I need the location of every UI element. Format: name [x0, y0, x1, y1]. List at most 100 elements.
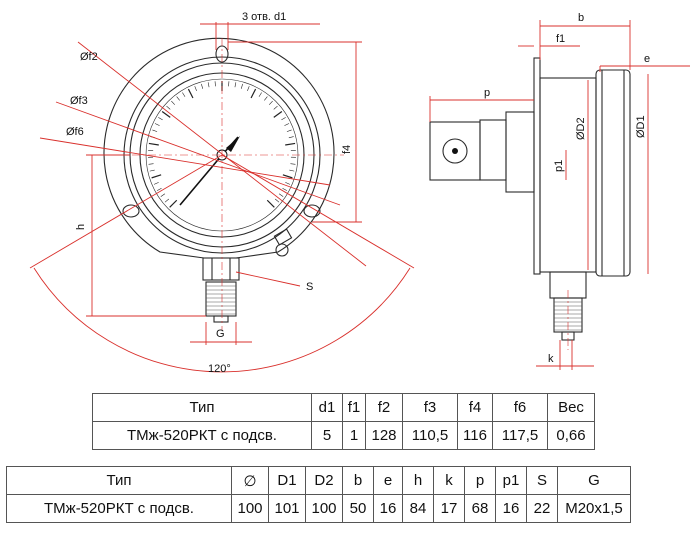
rear-boss: [505, 111, 535, 193]
mounting-hole-right: [303, 204, 321, 218]
needle: [179, 154, 223, 206]
table2-header-D1: D1: [268, 466, 306, 495]
dial-tick: [286, 129, 292, 132]
dial-tick: [164, 198, 170, 203]
table2-cell-k: 17: [433, 494, 465, 523]
label-h: h: [75, 224, 87, 230]
table2-header-row: Тип ∅ D1 D2 b e h k p p1 S G: [6, 466, 631, 495]
dial-tick: [169, 199, 178, 208]
rear-body: [479, 119, 507, 181]
table2-cell-e: 16: [373, 494, 403, 523]
dial-tick: [161, 111, 171, 118]
table1-cell-weight: 0,66: [547, 421, 595, 450]
dial-tick: [171, 100, 175, 105]
table2-header-p1: p1: [495, 466, 527, 495]
spec-table-2: Тип ∅ D1 D2 b e h k p p1 S G ТМж-520РКТ …: [6, 466, 631, 523]
side-view: b f1 e p ØD2 ØD1 p1 k: [429, 12, 690, 370]
table1-cell-f1: 1: [342, 421, 366, 450]
table2-header-D2: D2: [305, 466, 343, 495]
dial-tick: [154, 123, 160, 126]
thread: [205, 281, 237, 317]
dial-tick: [284, 123, 290, 126]
thread-tip: [213, 315, 229, 323]
label-e: e: [644, 53, 650, 65]
dial-tick: [148, 142, 159, 146]
dial-tick: [274, 198, 280, 203]
dial-tick: [160, 193, 166, 197]
label-D2: ØD2: [575, 117, 587, 140]
dial-tick: [285, 182, 291, 185]
dial-tick: [290, 163, 296, 165]
dial-tick: [273, 105, 278, 110]
dial-tick: [207, 82, 210, 88]
table2-cell-p: 68: [464, 494, 496, 523]
table2-cell-G: M20x1,5: [557, 494, 631, 523]
label-D1: ØD1: [635, 115, 647, 138]
table-row: ТМж-520РКТ с подсв. 5 1 128 110,5 116 11…: [92, 421, 595, 450]
label-G: G: [216, 328, 225, 340]
dial-tick: [158, 117, 163, 121]
dial-tick: [282, 174, 293, 179]
knob-collar: [273, 228, 293, 246]
technical-drawing: 3 отв. d1 Øf2 Øf3 Øf6 f4 h S G 120°: [29, 11, 690, 375]
spec-table-1: Тип d1 f1 f2 f3 f4 f6 Вес ТМж-520РКТ с п…: [92, 393, 595, 450]
dial-tick: [258, 92, 262, 97]
label-f3: Øf3: [70, 95, 88, 107]
dial-tick: [288, 136, 294, 139]
dial-tick: [182, 92, 186, 97]
label-p1: p1: [553, 160, 565, 172]
side-bezel: [595, 69, 631, 277]
dial-tick: [187, 88, 194, 99]
table2-header-p: p: [464, 466, 496, 495]
table1-header-f2: f2: [365, 393, 403, 422]
table1-cell-d1: 5: [311, 421, 343, 450]
table1-cell-type: ТМж-520РКТ с подсв.: [92, 421, 312, 450]
table1-header-weight: Вес: [547, 393, 595, 422]
table1-header-d1: d1: [311, 393, 343, 422]
dial-tick: [285, 142, 296, 146]
dial-tick: [247, 86, 250, 91]
label-holes: 3 отв. d1: [242, 11, 286, 23]
dial-tick: [157, 187, 162, 191]
dial-tick: [273, 111, 283, 118]
table1-cell-f3: 110,5: [402, 421, 458, 450]
gland-center: [452, 148, 458, 154]
dial-tick: [153, 182, 159, 185]
flange-outline: [103, 37, 335, 259]
dial-tick: [281, 117, 286, 121]
gland-hole: [442, 138, 468, 164]
dial-tick: [151, 174, 162, 179]
table2-header-b: b: [342, 466, 374, 495]
dial-tick: [289, 169, 295, 172]
table2-header-G: G: [557, 466, 631, 495]
side-flange: [533, 57, 541, 275]
label-p: p: [484, 87, 490, 99]
dial-tick: [176, 96, 180, 101]
table1-cell-f4: 116: [457, 421, 493, 450]
table2-cell-b: 50: [342, 494, 374, 523]
table2-cell-S: 22: [526, 494, 558, 523]
table2-header-e: e: [373, 466, 403, 495]
label-b: b: [578, 12, 584, 24]
table1-header-f4: f4: [457, 393, 493, 422]
dial-tick: [266, 199, 275, 208]
table2-cell-type: ТМж-520РКТ с подсв.: [6, 494, 232, 523]
table2-cell-diameter: 100: [231, 494, 269, 523]
label-f1: f1: [556, 33, 565, 45]
table1-header-f3: f3: [402, 393, 458, 422]
dial-tick: [269, 100, 273, 105]
table1-header-f1: f1: [342, 393, 366, 422]
mounting-hole-left: [122, 204, 140, 218]
front-view: 3 отв. d1 Øf2 Øf3 Øf6 f4 h S G 120°: [29, 11, 415, 375]
table1-header-type: Тип: [92, 393, 312, 422]
table1-cell-f6: 117,5: [492, 421, 548, 450]
dial-tick: [152, 129, 158, 132]
dial-tick: [240, 83, 243, 89]
table2-cell-D1: 101: [268, 494, 306, 523]
table2-header-k: k: [433, 466, 465, 495]
table1-cell-f2: 128: [365, 421, 403, 450]
dial-tick: [201, 83, 204, 89]
dial-tick: [194, 86, 197, 91]
table2-cell-p1: 16: [495, 494, 527, 523]
dial-tick: [149, 169, 155, 172]
